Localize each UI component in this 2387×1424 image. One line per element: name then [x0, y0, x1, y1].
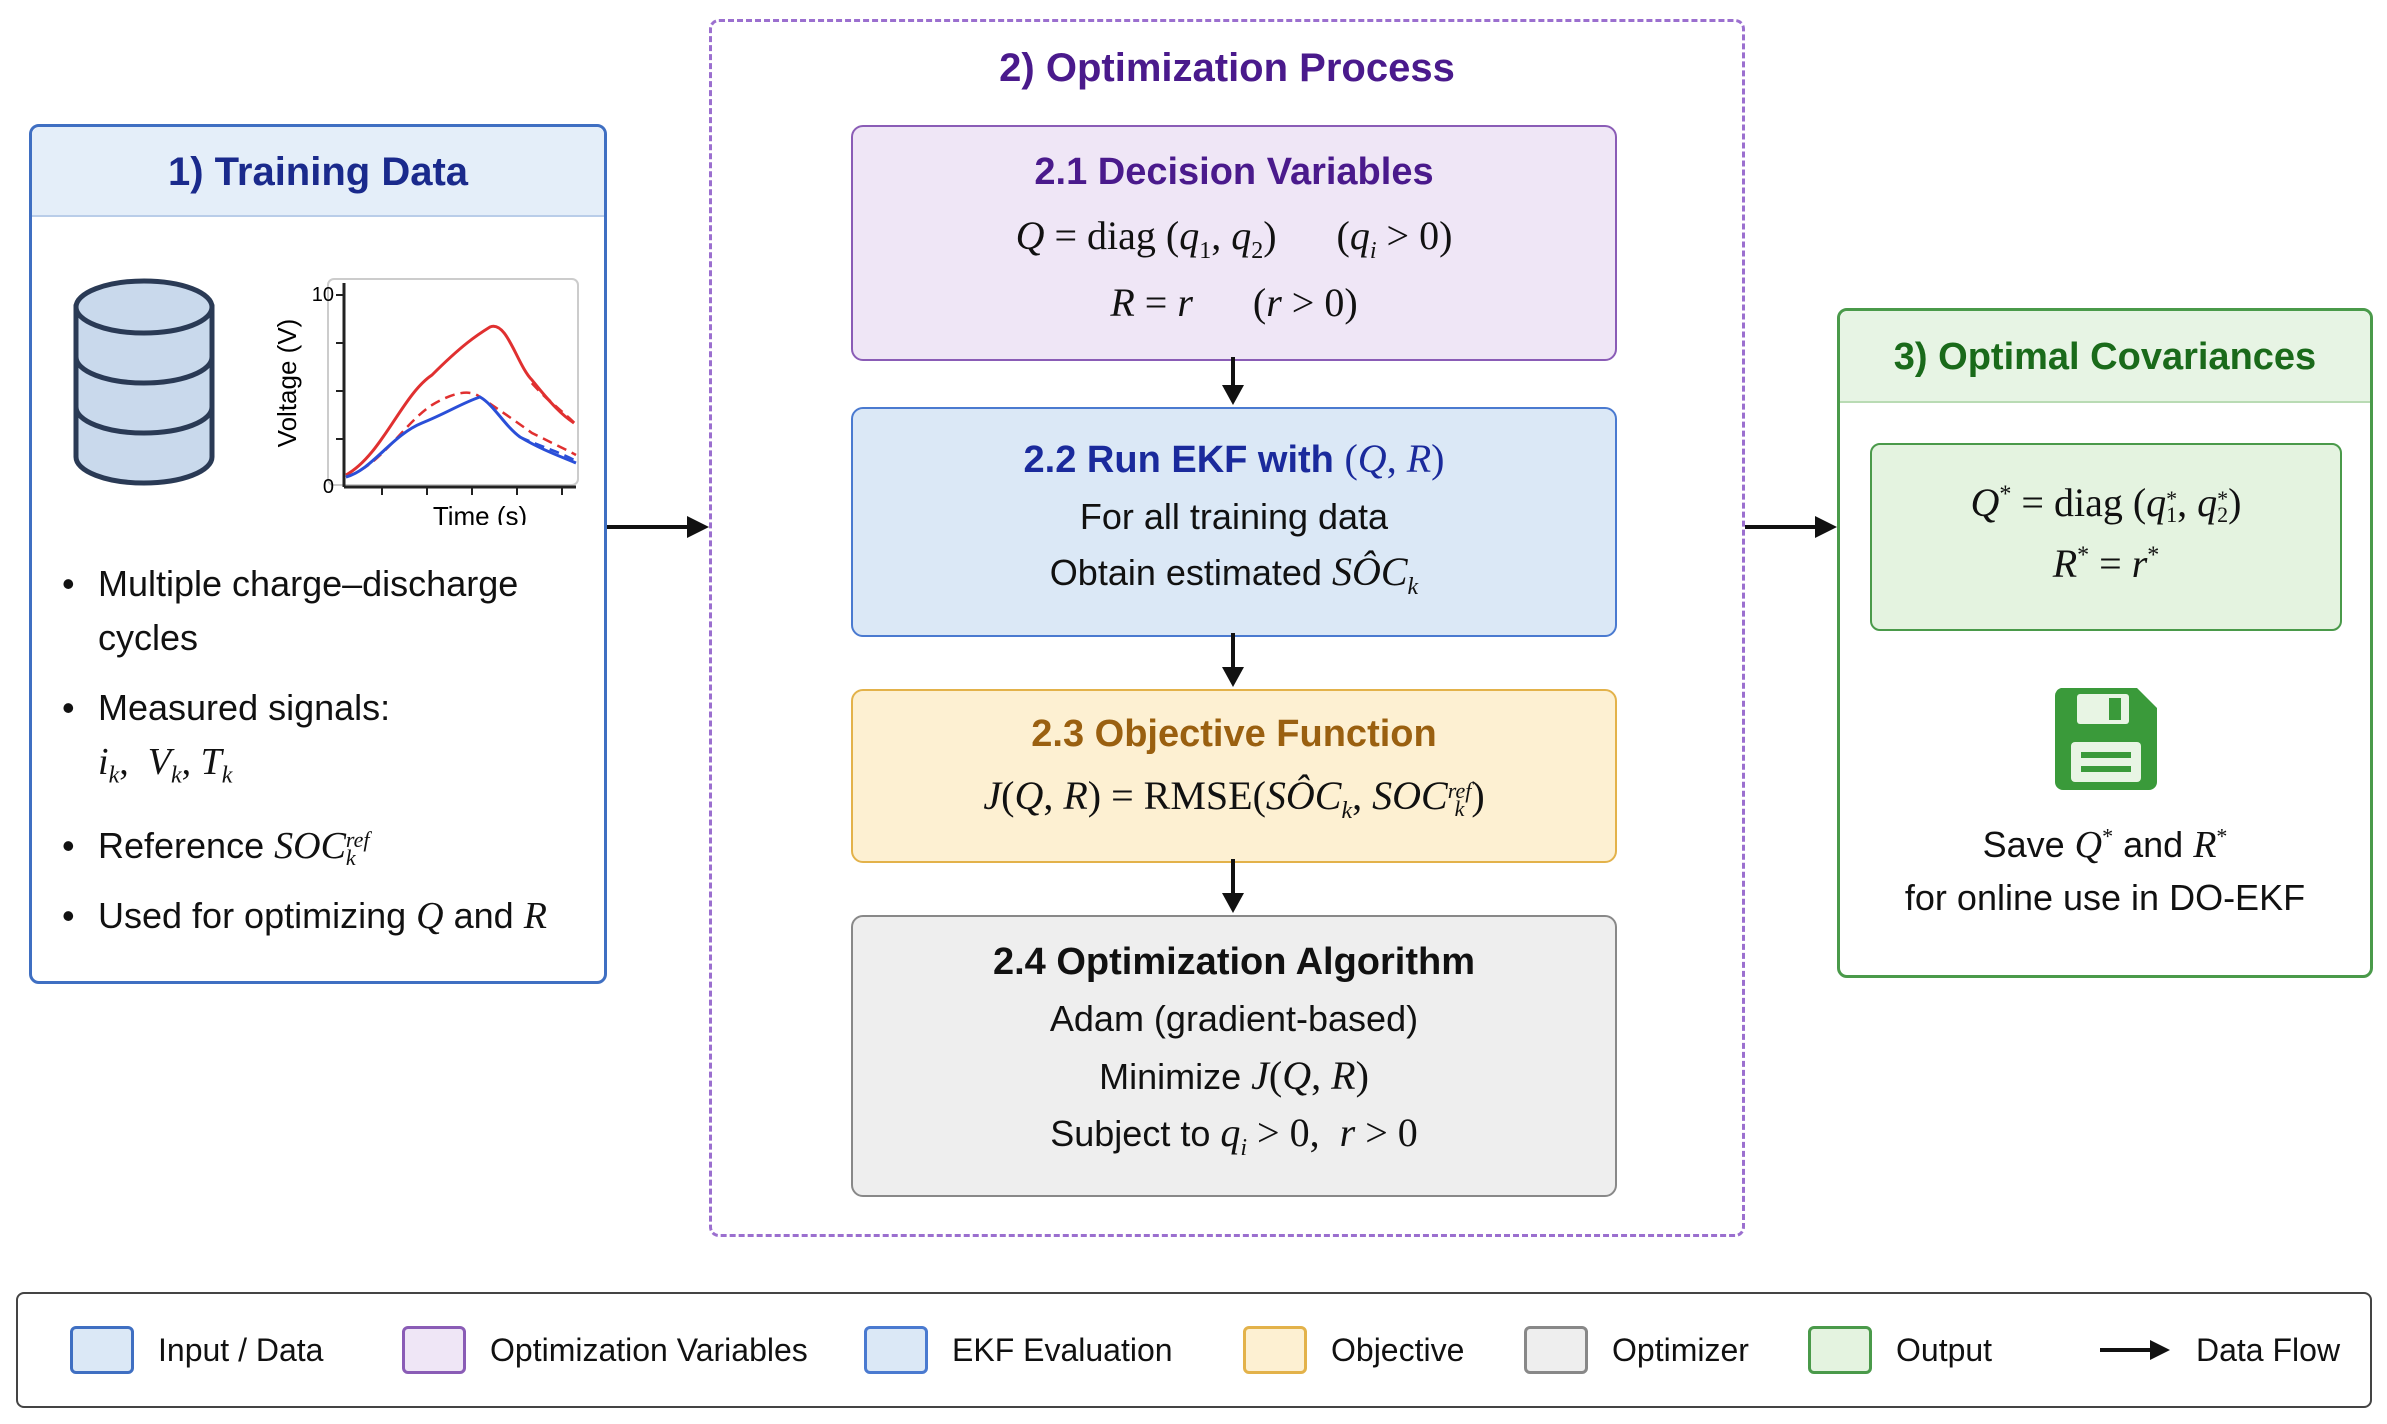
optimal-r-eq: R* = r* [2052, 541, 2160, 586]
optimal-covariances-result-box: Q* = diag (q*1, q*2) R* = r* [1870, 443, 2342, 631]
bullet-cycles-line2: cycles [98, 617, 199, 658]
bullet-reference-label: Reference [98, 824, 265, 866]
save-icon [2054, 688, 2157, 790]
chart-plot-area [327, 278, 579, 486]
run-ekf-line1: For all training data [1079, 496, 1389, 537]
voltage-chart: 10 0 Voltage (V) Time (s) [272, 278, 579, 525]
legend-swatch-ekf-evaluation [864, 1326, 928, 1374]
red-curve [345, 324, 575, 477]
legend-item-optimization-variables: Optimization Variables [402, 1324, 808, 1376]
legend-item-output: Output [1808, 1324, 1992, 1376]
legend-item-ekf-evaluation: EKF Evaluation [864, 1324, 1173, 1376]
legend-swatch-objective [1243, 1326, 1307, 1374]
optimal-covariances-panel: 3) Optimal Covariances Q* = diag (q*1, q… [1837, 308, 2373, 978]
bullet-cycles: Multiple charge–discharge cycles [52, 557, 592, 665]
save-label: Save [1982, 824, 2065, 865]
save-line1: Save Q* and R* [1840, 823, 2370, 867]
step-decision-variables: 2.1 Decision Variables Q = diag (q1, q2)… [851, 125, 1617, 361]
bullet-r-symbol: R [523, 894, 547, 937]
chart-ylabel: Voltage (V) [272, 319, 302, 448]
y-ticks [336, 294, 344, 440]
database-icon [73, 278, 215, 486]
save-q-symbol: Q* [2074, 823, 2114, 866]
subject-to-label: Subject to [1050, 1113, 1211, 1154]
arrow-step2-to-step3 [1222, 633, 1244, 687]
legend-label-optimizer: Optimizer [1612, 1331, 1749, 1368]
decision-variables-title: 2.1 Decision Variables [1034, 151, 1434, 193]
legend-swatch-optimizer [1524, 1326, 1588, 1374]
optimal-q-eq: Q* = diag (q*1, q*2) [1970, 480, 2242, 527]
subject-to-math: qi > 0, r > 0 [1220, 1110, 1418, 1161]
y-tick-bottom: 0 [323, 476, 334, 498]
training-data-title: 1) Training Data [32, 127, 604, 217]
legend-label-input-data: Input / Data [158, 1331, 324, 1368]
minimize-label: Minimize [1099, 1056, 1242, 1097]
legend: Input / Data Optimization Variables EKF … [16, 1292, 2372, 1408]
objective-function-title: 2.3 Objective Function [1031, 713, 1437, 755]
optimization-algorithm-line2: Minimize J(Q, R) [853, 1052, 1615, 1099]
minimize-math: J(Q, R) [1251, 1053, 1369, 1098]
optimization-algorithm-line1: Adam (gradient-based) [1049, 998, 1419, 1039]
save-r-symbol: R* [2193, 823, 2228, 866]
chart-xlabel: Time (s) [433, 501, 527, 525]
save-and: and [2123, 824, 2184, 865]
bullet-and: and [453, 894, 514, 936]
step-objective-function: 2.3 Objective Function J(Q, R) = RMSE(SÔ… [851, 689, 1617, 863]
bullet-q-symbol: Q [416, 894, 444, 937]
run-ekf-line2-math: SÔCk [1331, 549, 1419, 600]
training-data-panel: 1) Training Data 10 0 Voltage (V) Time (… [29, 124, 607, 984]
legend-label-data-flow: Data Flow [2196, 1331, 2341, 1368]
legend-item-input-data: Input / Data [70, 1324, 323, 1376]
red-dashed-curve [530, 381, 578, 427]
legend-swatch-input-data [70, 1326, 134, 1374]
run-ekf-title: 2.2 Run EKF with (Q, R) [853, 435, 1615, 482]
legend-label-objective: Objective [1331, 1331, 1465, 1368]
run-ekf-line2-text: Obtain estimated [1049, 552, 1322, 593]
legend-label-optimization-variables: Optimization Variables [490, 1331, 808, 1368]
x-ticks [381, 487, 563, 495]
optimization-algorithm-line3: Subject to qi > 0, r > 0 [853, 1109, 1615, 1162]
arrow-training-to-process [607, 516, 709, 538]
run-ekf-title-math: (Q, R) [1344, 436, 1445, 481]
arrow-step1-to-step2 [1222, 357, 1244, 405]
bullet-signals-label: Measured signals: [98, 687, 391, 728]
arrow-step3-to-step4 [1222, 859, 1244, 913]
blue-curve [345, 395, 577, 479]
optimization-algorithm-title: 2.4 Optimization Algorithm [992, 941, 1476, 983]
y-tick-top: 10 [312, 284, 334, 306]
legend-label-ekf-evaluation: EKF Evaluation [952, 1331, 1173, 1368]
decision-variables-eq2: R = r (r > 0) [1110, 280, 1358, 325]
legend-arrow-icon [2100, 1340, 2170, 1360]
bullet-signals: Measured signals: ik, Vk, Tk [52, 681, 592, 803]
optimization-process-panel: 2) Optimization Process 2.1 Decision Var… [709, 19, 1745, 1237]
step-run-ekf: 2.2 Run EKF with (Q, R) For all training… [851, 407, 1617, 637]
blue-dashed-curve [519, 435, 577, 463]
optimization-process-title: 2) Optimization Process [999, 46, 1455, 90]
step-optimization-algorithm: 2.4 Optimization Algorithm Adam (gradien… [851, 915, 1617, 1197]
legend-item-data-flow: Data Flow [2098, 1324, 2340, 1376]
optimal-covariances-title: 3) Optimal Covariances [1840, 311, 2370, 403]
arrow-process-to-output [1745, 516, 1837, 538]
decision-variables-eq1: Q = diag (q1, q2) (qi > 0) [1015, 213, 1453, 264]
run-ekf-line2: Obtain estimated SÔCk [853, 548, 1615, 601]
legend-label-output: Output [1896, 1331, 1993, 1368]
legend-swatch-optimization-variables [402, 1326, 466, 1374]
legend-item-objective: Objective [1243, 1324, 1464, 1376]
training-bullet-list: Multiple charge–discharge cycles Measure… [52, 557, 592, 959]
bullet-cycles-line1: Multiple charge–discharge [98, 563, 519, 604]
bullet-used-for: Used for optimizing Q and R [52, 889, 592, 943]
bullet-signals-math: ik, Vk, Tk [98, 741, 233, 789]
save-line2: for online use in DO-EKF [1904, 877, 2306, 918]
legend-swatch-output [1808, 1326, 1872, 1374]
run-ekf-title-text: 2.2 Run EKF with [1023, 439, 1334, 481]
bullet-used-for-label: Used for optimizing [98, 894, 407, 936]
legend-item-optimizer: Optimizer [1524, 1324, 1749, 1376]
